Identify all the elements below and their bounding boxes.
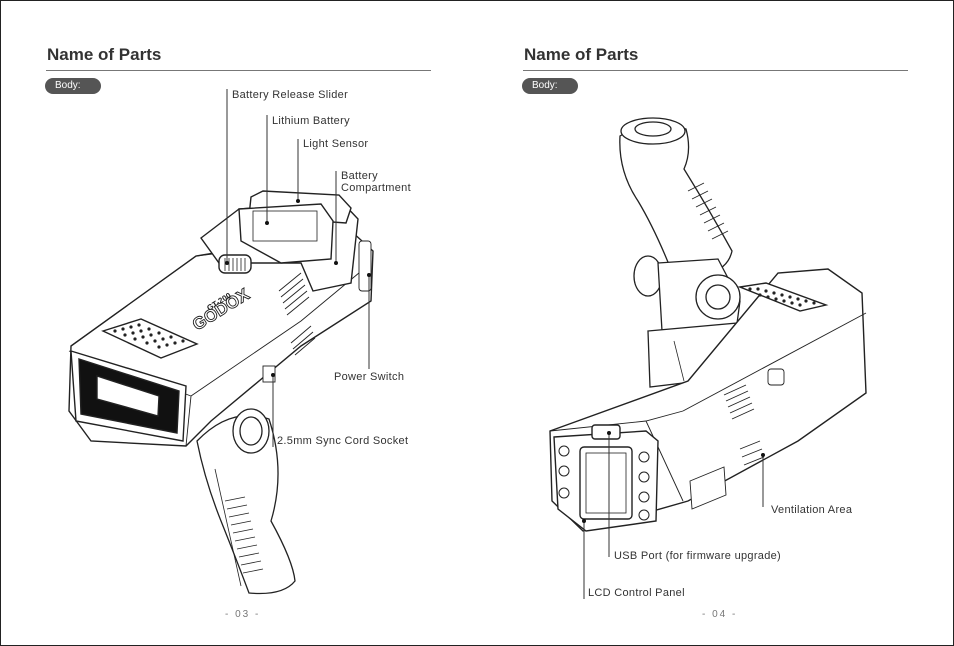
left-page: Name of Parts Body: (1, 1, 477, 645)
page-number: - 04 - (702, 609, 738, 620)
label-battery-release-slider: Battery Release Slider (232, 89, 349, 101)
label-sync-cord-socket: 2.5mm Sync Cord Socket (277, 435, 409, 447)
page-title: Name of Parts (524, 45, 639, 64)
page-number: - 03 - (225, 609, 261, 620)
leader-lines (225, 89, 371, 447)
transmitter-rear-illustration (549, 117, 867, 599)
page-title: Name of Parts (47, 45, 162, 64)
transmitter-body (68, 190, 374, 447)
title-rule (523, 70, 908, 71)
transmitter-front-illustration: GODOX GT-200 (68, 89, 374, 595)
label-lcd-control-panel: LCD Control Panel (588, 587, 685, 599)
right-page: Name of Parts Body: (478, 1, 953, 645)
leader-lines (582, 431, 765, 599)
label-light-sensor: Light Sensor (303, 138, 369, 150)
label-usb-port: USB Port (for firmware upgrade) (614, 550, 782, 562)
transmitter-body (549, 268, 867, 532)
section-badge: Body: (522, 78, 578, 94)
label-power-switch: Power Switch (334, 371, 405, 383)
label-ventilation-area: Ventilation Area (771, 504, 853, 516)
label-battery-compartment: Battery Compartment (341, 170, 411, 194)
label-lithium-battery: Lithium Battery (272, 115, 350, 127)
pistol-grip-handle (196, 408, 296, 595)
section-badge: Body: (45, 78, 101, 94)
title-rule (46, 70, 431, 71)
